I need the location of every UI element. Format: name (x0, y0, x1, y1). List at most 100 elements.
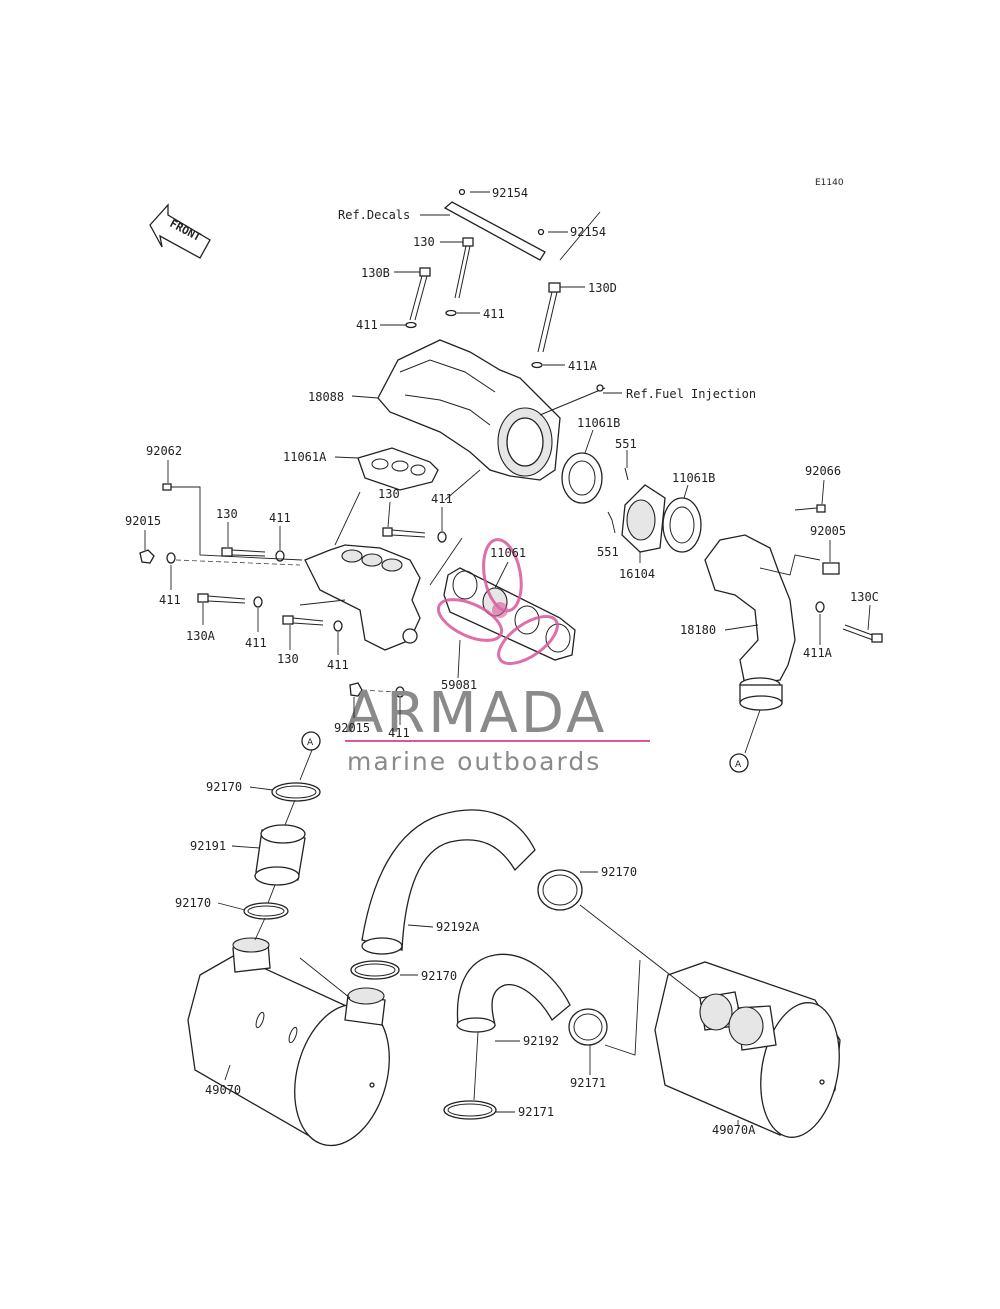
label-11061: 11061 (490, 546, 526, 560)
hose-92192 (456, 953, 571, 1033)
exhaust-manifold (304, 544, 421, 651)
label-130-low: 130 (277, 652, 299, 666)
label-92062: 92062 (146, 444, 182, 458)
label-92192: 92192 (523, 1034, 559, 1048)
label-130B: 130B (361, 266, 390, 280)
muffler-49070 (187, 937, 390, 1147)
diagram-code: E1140 (815, 178, 844, 188)
label-92171-a: 92171 (570, 1076, 606, 1090)
label-130A: 130A (186, 629, 216, 643)
label-411-a: 411 (269, 511, 291, 525)
propeller-icon (436, 538, 559, 665)
label-16104: 16104 (619, 567, 655, 581)
label-411-mid2: 411 (431, 492, 453, 506)
label-92154-a: 92154 (492, 186, 528, 200)
label-411-b: 411 (159, 593, 181, 607)
exhaust-cover-18088 (377, 339, 606, 481)
gasket-11061B-left (561, 452, 603, 504)
label-551-b: 551 (597, 545, 619, 559)
label-18180: 18180 (680, 623, 716, 637)
label-92170-d: 92170 (601, 865, 637, 879)
bolt-130C (842, 624, 883, 643)
label-ref-decals: Ref.Decals (338, 208, 410, 222)
label-92170-a: 92170 (206, 780, 242, 794)
clamp-92171-a (568, 1008, 608, 1046)
label-11061A: 11061A (283, 450, 327, 464)
label-59081: 59081 (441, 678, 477, 692)
gasket-11061 (443, 567, 576, 661)
label-130C: 130C (850, 590, 879, 604)
bolt-130D (537, 282, 561, 353)
label-92005: 92005 (810, 524, 846, 538)
label-92171-b: 92171 (518, 1105, 554, 1119)
clamp-92170-d (537, 869, 583, 911)
bolt-92066 (794, 504, 826, 513)
flange-16104 (621, 484, 666, 553)
label-130-mid: 130 (378, 487, 400, 501)
label-411-e: 411 (388, 726, 410, 740)
bolt-130-top (454, 237, 474, 299)
label-130D: 130D (588, 281, 617, 295)
label-49070A: 49070A (712, 1123, 756, 1137)
label-130-top: 130 (413, 235, 435, 249)
label-411-left: 411 (356, 318, 378, 332)
muffler-49070A (654, 961, 841, 1138)
washer-411-mid2 (437, 531, 447, 543)
washer-411A-top (531, 361, 543, 369)
circle-a-left: A (301, 731, 321, 751)
label-411-d: 411 (327, 658, 349, 672)
label-11061B-a: 11061B (577, 416, 620, 430)
nut-92015-a (139, 549, 155, 564)
label-551-a: 551 (615, 437, 637, 451)
bolt-130-mid (382, 527, 426, 538)
washer-411A-low (815, 601, 825, 613)
label-92192A: 92192A (436, 920, 480, 934)
gasket-11061A (357, 447, 439, 491)
svg-text:A: A (735, 760, 742, 770)
washer-411-c (253, 596, 263, 608)
label-92066: 92066 (805, 464, 841, 478)
washer-411-left (405, 321, 417, 329)
hose-92192A (361, 809, 536, 955)
circle-a-right: A (729, 753, 749, 773)
label-92015-b: 92015 (334, 721, 370, 735)
washer-411-d (333, 620, 343, 632)
clamp-92170-c (350, 960, 400, 980)
washer-411-b (166, 552, 176, 564)
label-92170-b: 92170 (175, 896, 211, 910)
label-92154-b: 92154 (570, 225, 606, 239)
bolt-130B (409, 267, 431, 321)
label-130-a: 130 (216, 507, 238, 521)
washer-411-e (395, 686, 405, 698)
washer-411-mid (445, 309, 457, 317)
label-49070: 49070 (205, 1083, 241, 1097)
svg-text:A: A (307, 738, 314, 748)
label-411A-low: 411A (803, 646, 833, 660)
nut-92015-b (349, 682, 363, 697)
label-18088: 18088 (308, 390, 344, 404)
label-411-c: 411 (245, 636, 267, 650)
label-92015-a: 92015 (125, 514, 161, 528)
bolt-130A (197, 593, 246, 604)
fitting-92005 (822, 562, 840, 575)
clamp-92171-b (443, 1100, 497, 1120)
decal-strip (443, 188, 546, 261)
label-11061B-b: 11061B (672, 471, 715, 485)
exhaust-pipe-18180 (704, 534, 796, 711)
clamp-92170-b (243, 902, 289, 920)
label-ref-fuel-injection: Ref.Fuel Injection (626, 387, 756, 401)
watermark-tagline: marine outboards (347, 747, 601, 776)
watermark-brand: ARMADA (345, 681, 607, 746)
gasket-11061B-right (662, 497, 702, 553)
watermark-logo: ARMADA marine outboards (345, 538, 650, 776)
label-92191: 92191 (190, 839, 226, 853)
label-411-mid: 411 (483, 307, 505, 321)
bolt-130-a (221, 547, 266, 557)
clamp-92170-a (271, 782, 321, 802)
front-arrow-icon: FRONT (149, 203, 211, 259)
label-92170-c: 92170 (421, 969, 457, 983)
sleeve-92191 (254, 824, 306, 886)
label-411A-top: 411A (568, 359, 598, 373)
watermark-divider (345, 740, 650, 742)
